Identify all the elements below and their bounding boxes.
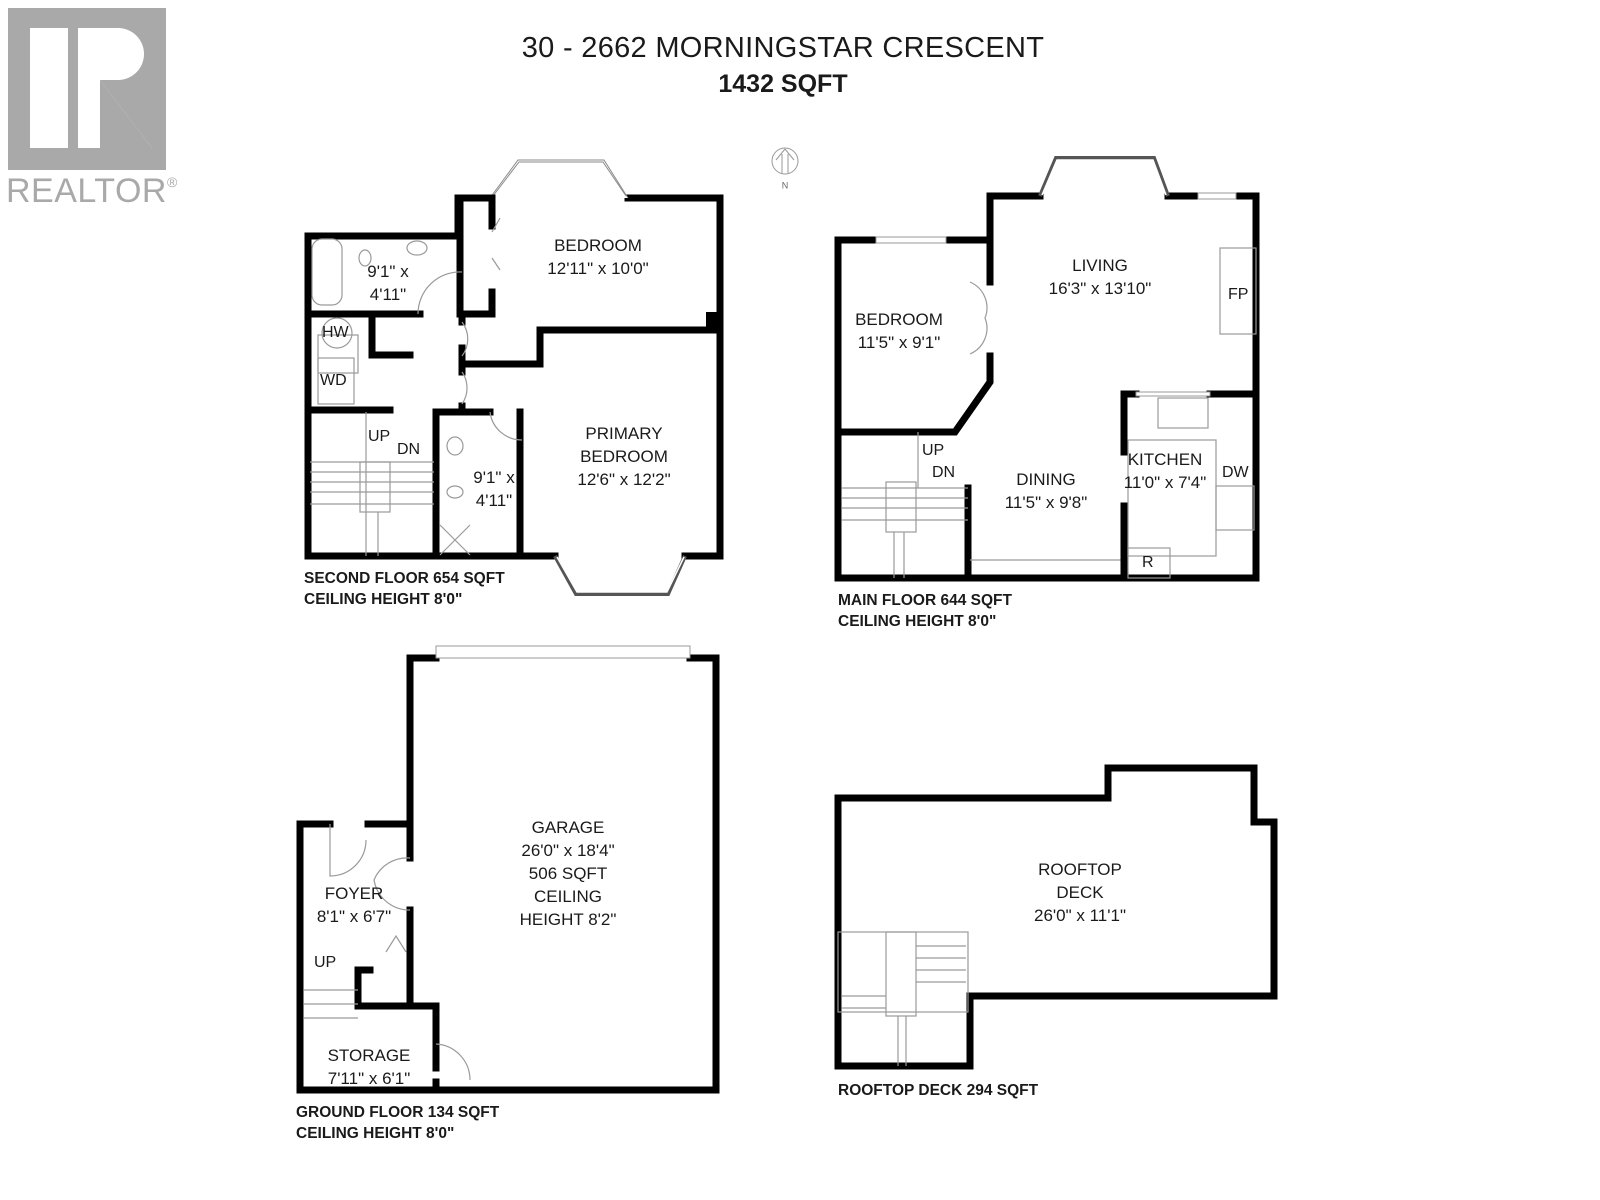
ground-stairs-up-label: UP [314,954,337,971]
second-bathroom-label: 9'1" x 4'11" [367,262,409,304]
ground-floor-plan [296,645,720,1094]
registered-mark: ® [166,174,178,190]
rooftop-deck-caption: ROOFTOP DECK 294 SQFT [838,1082,1039,1099]
ground-floor-caption: GROUND FLOOR 134 SQFT CEILING HEIGHT 8'0… [296,1104,500,1142]
north-arrow-icon: N [771,147,799,190]
main-floor-plan [834,156,1260,582]
logo-text: REALTOR [6,172,167,210]
fireplace-label: FP [1228,286,1249,303]
main-stairs-down-label: DN [932,464,956,481]
storage-label: STORAGE 7'11" x 6'1" [327,1046,411,1088]
main-stairs-up-label: UP [922,442,945,459]
total-area: 1432 SQFT [718,70,848,98]
refrigerator-label: R [1142,554,1154,571]
living-room-label: LIVING 16'3" x 13'10" [1048,256,1152,298]
main-floor-caption: MAIN FLOOR 644 SQFT CEILING HEIGHT 8'0" [838,592,1012,630]
stairs-down-label: DN [397,441,421,458]
realtor-wordmark: REALTOR® [6,172,178,211]
property-address-title: 30 - 2662 MORNINGSTAR CRESCENT [521,32,1045,64]
garage-label: GARAGE 26'0" x 18'4" 506 SQFT CEILING HE… [519,818,617,929]
second-floor-plan [304,159,724,596]
realtor-logo-icon [8,8,166,170]
stairs-up-label: UP [368,428,391,445]
second-bedroom-label: BEDROOM 12'11" x 10'0" [547,236,649,278]
main-bedroom-label: BEDROOM 11'5" x 9'1" [855,310,943,352]
kitchen-label: KITCHEN 11'0" x 7'4" [1123,450,1207,492]
second-floor-caption: SECOND FLOOR 654 SQFT CEILING HEIGHT 8'0… [304,570,505,608]
svg-text:N: N [782,180,789,190]
rooftop-deck-plan [834,764,1278,1070]
foyer-label: FOYER 8'1" x 6'7" [316,884,392,926]
primary-bedroom-label: PRIMARY BEDROOM 12'6" x 12'2" [577,424,671,489]
washer-dryer-label: WD [320,372,347,389]
hot-water-tank-label: HW [322,324,349,341]
dishwasher-label: DW [1222,464,1249,481]
ensuite-label: 9'1" x 4'11" [473,468,515,510]
rooftop-deck-label: ROOFTOP DECK 26'0" x 11'1" [1034,860,1126,925]
dining-room-label: DINING 11'5" x 9'8" [1004,470,1088,512]
